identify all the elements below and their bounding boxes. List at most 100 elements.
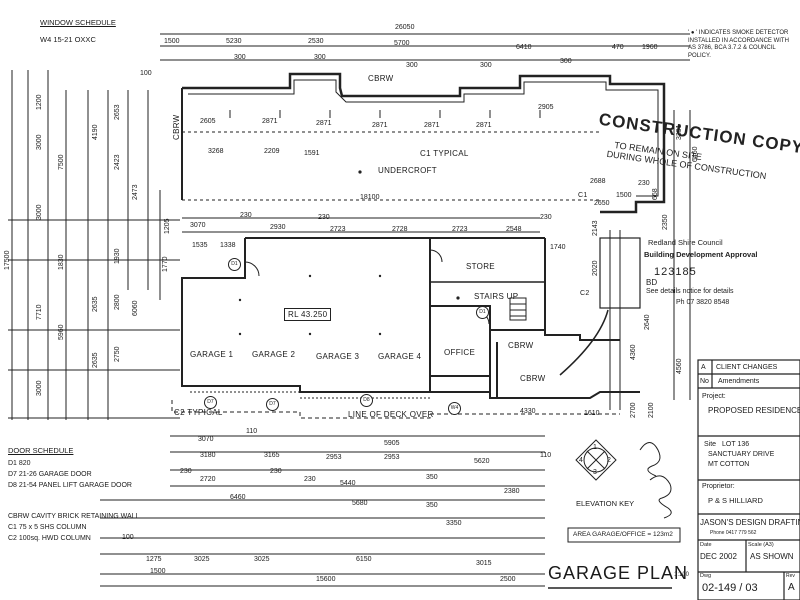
title-block-date-label: Date [700,542,712,548]
dim-d10: 230 [180,468,192,475]
dim-t4: 5700 [394,40,410,47]
elevation-key-symbol [575,439,617,481]
dim-g10: 1740 [550,244,566,251]
dim-d12: 230 [270,468,282,475]
title-block-amendments: Amendments [718,378,760,385]
column-schedule-item: C2 100sq. HWD COLUMN [8,535,91,542]
title-block-site-3: MT COTTON [708,461,750,468]
dim-v9: 3000 [36,204,43,220]
dim-d17: 6460 [230,494,246,501]
dim-d9: 110 [540,452,552,459]
title-block-proprietor-label: Proprietor: [702,483,735,490]
title-block-date: DEC 2002 [700,552,737,561]
dim-v14: 1930 [114,248,121,264]
dim-d6: 2953 [326,454,342,461]
retaining-wall-east [490,329,620,341]
window-tag-w4: W4 [448,402,461,415]
smoke-detector-note: ' ● ' INDICATES SMOKE DETECTOR INSTALLED… [688,30,789,59]
title-block-frame [697,359,800,600]
dim-v11: 5960 [58,324,65,340]
dim-c1: 2605 [200,118,216,125]
dim-d3: 3180 [200,452,216,459]
dim-v16: 2800 [114,294,121,310]
dim-d27: 1500 [150,568,166,575]
dim-v20: 1770 [162,256,169,272]
dim-g6: 2728 [392,226,408,233]
dim-c6: 2871 [476,122,492,129]
dim-d19: 350 [426,502,438,509]
dim-r9: 2100 [648,402,655,418]
dim-v3: 4190 [92,124,99,140]
curved-driveway [559,309,609,376]
dim-d1: 3070 [198,436,214,443]
dim-d4: 3165 [264,452,280,459]
window-schedule-title: WINDOW SCHEDULE [40,18,116,27]
retaining-wall-north [182,72,666,214]
cbrw-north-label: CBRW [368,74,394,83]
door-tag-d1: D1 [228,258,241,271]
dim-d20: 3350 [446,520,462,527]
garage-4-label: GARAGE 4 [378,352,422,361]
title-block-firm: JASON'S DESIGN DRAFTING [700,518,800,527]
deck-over-line [171,400,620,419]
title-block-client-changes: CLIENT CHANGES [716,364,778,371]
dim-r4: 2020 [592,260,599,276]
dim-r3: 2350 [662,214,669,230]
dim-v1: 17500 [4,250,11,270]
dim-g2: 230 [240,212,252,219]
dim-d26: 3015 [476,560,492,567]
dim-c10: 1591 [304,150,320,157]
office-walls [429,305,491,393]
dim-v18: 2750 [114,346,121,362]
dim-d18: 5680 [352,500,368,507]
dim-s3: 300 [406,62,418,69]
title-block-dwg-label: Dwg [700,573,712,579]
plan-scale: 1:100 [674,572,690,578]
dim-u4: 2650 [594,200,610,207]
dim-b2: 1610 [584,410,600,417]
dim-d11: 2720 [200,476,216,483]
council-approval: Building Development Approval [644,250,758,259]
title-block-rev-label: Rev [786,573,795,579]
dim-t3: 2530 [308,38,324,45]
dim-t1: 1500 [164,38,180,45]
elevation-key-1: 1 [593,444,597,451]
dim-g5: 2723 [330,226,346,233]
door-tag-d1-office: D1 [476,306,489,319]
dim-r10: 2700 [630,402,637,418]
plan-title: GARAGE PLAN [548,563,689,583]
column-schedule-item: CBRW CAVITY BRICK RETAINING WALL [8,513,140,520]
dim-b1: 4330 [520,408,536,415]
dim-u5: 230 [638,180,650,187]
door-schedule-title: DOOR SCHEDULE [8,446,74,455]
stairs [509,297,527,321]
cbrw-southeast-label: CBRW [520,374,546,383]
title-block-proprietor: P & S HILLIARD [708,496,763,505]
dim-v13: 1830 [58,254,65,270]
dim-d23: 3025 [194,556,210,563]
elevation-key-label: ELEVATION KEY [576,499,635,508]
stairs-up-label: STAIRS UP [474,292,519,301]
door-tag-d8: D8 [360,394,373,407]
store-label: STORE [466,262,495,271]
cbrw-west-label: CBRW [172,114,181,141]
door-tag-d7: D7 [204,396,217,409]
dim-v2: 7500 [58,154,65,170]
c2-column-label: C2 [580,290,590,297]
reduced-level-label: RL 43.250 [284,308,332,321]
dim-v15: 2635 [92,296,99,312]
dim-d15: 350 [426,474,438,481]
dim-d16: 2380 [504,488,520,495]
dim-u3: 1500 [616,192,632,199]
dim-s1: 300 [234,54,246,61]
council-name: Redland Shire Council [648,238,723,247]
title-block-rev-a: A [701,364,706,371]
dim-top-overall: 26050 [395,24,415,31]
dim-g8: 2548 [506,226,522,233]
dim-v5: 2473 [132,184,139,200]
dim-d14: 5440 [340,480,356,487]
door-tag-d7-2: D7 [266,398,279,411]
dim-t6: 470 [612,44,624,51]
dim-c3: 2871 [316,120,332,127]
dim-r2: 6460 [692,146,699,162]
